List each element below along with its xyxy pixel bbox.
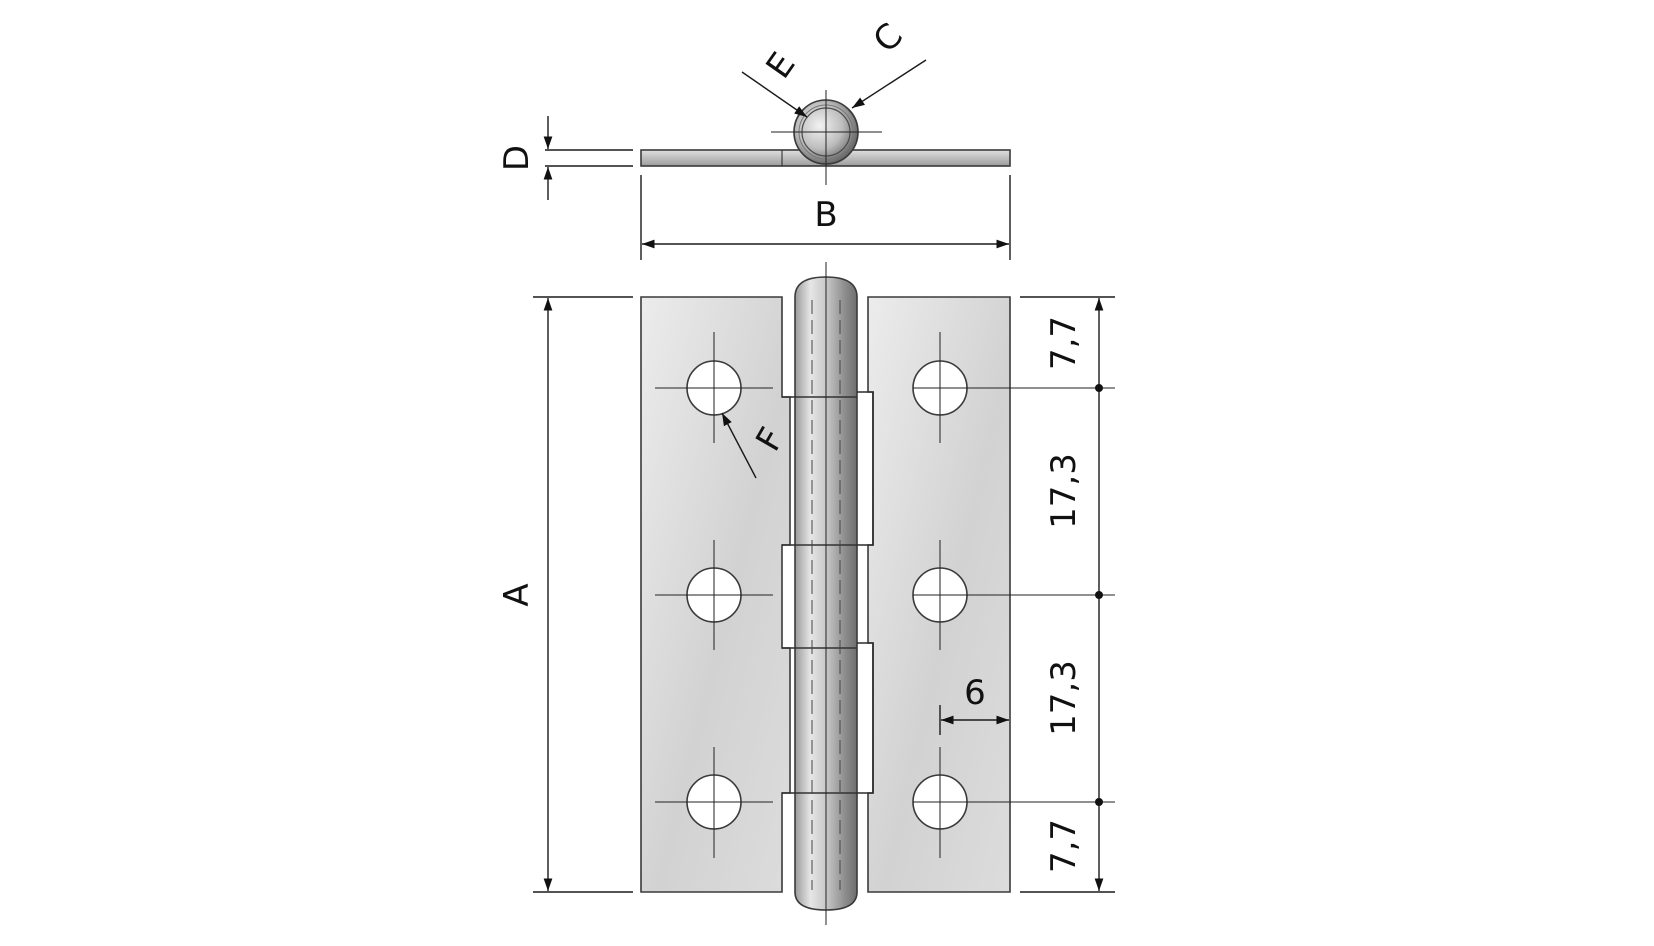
- dim-edge-to-hole-text: 6: [964, 673, 986, 713]
- leader-E: [741, 71, 808, 118]
- label-A: A: [497, 583, 537, 606]
- hole-right-bottom: [912, 747, 1115, 858]
- dim-top-edge-text: 7,7: [1044, 316, 1084, 370]
- label-C: C: [866, 16, 911, 61]
- hole-left-middle: [655, 540, 773, 650]
- label-B: B: [814, 195, 837, 235]
- hole-left-top: [655, 332, 773, 443]
- hole-left-bottom: [655, 747, 773, 858]
- label-D: D: [497, 145, 537, 171]
- screw-holes: [655, 332, 1115, 858]
- leader-C: [851, 59, 927, 109]
- dim-upper-spacing-text: 17,3: [1044, 453, 1084, 529]
- front-view: F A 7,7 17,3 17,3 7,7 6: [497, 262, 1115, 925]
- dim-bottom-edge-text: 7,7: [1044, 819, 1084, 873]
- dim-lower-spacing-text: 17,3: [1044, 660, 1084, 736]
- knuckle: [782, 276, 874, 911]
- hole-right-middle: [912, 540, 1115, 650]
- top-view: E C D B: [497, 16, 1011, 260]
- leader-F: [721, 412, 757, 479]
- hole-right-top: [912, 332, 1115, 443]
- label-E: E: [758, 45, 803, 86]
